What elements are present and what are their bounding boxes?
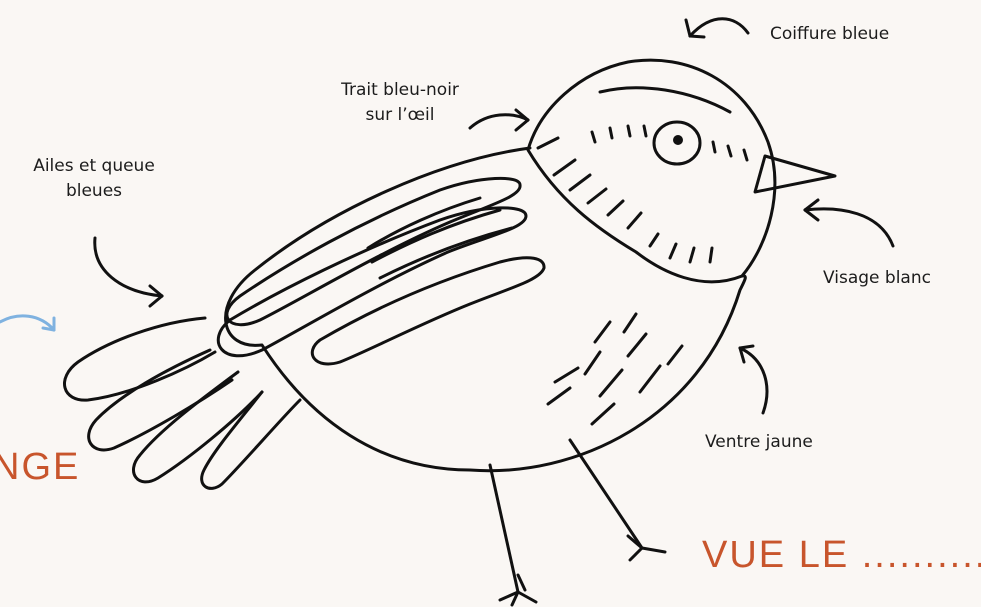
- label-eye-stripe: Trait bleu-noir sur l’œil: [320, 78, 480, 128]
- label-eye-stripe-line2: sur l’œil: [365, 105, 435, 125]
- arrow-crown: [684, 17, 750, 39]
- label-wings-line1: Ailes et queue: [33, 156, 155, 176]
- legs: [488, 438, 667, 607]
- head-ticks: [536, 124, 749, 264]
- arrow-belly: [738, 344, 769, 415]
- blue-arrow: [0, 314, 56, 332]
- partial-left-text: NGE: [0, 446, 81, 488]
- label-eye-stripe-line1: Trait bleu-noir: [341, 80, 459, 100]
- arrow-wings: [93, 236, 164, 308]
- label-crown: Coiffure bleue: [770, 24, 890, 44]
- crown-line: [598, 86, 732, 114]
- label-wings-line2: bleues: [65, 181, 123, 201]
- arrow-eye-stripe: [468, 108, 530, 132]
- partial-right-text: VUE LE ............: [702, 534, 981, 576]
- eye: [652, 120, 702, 166]
- tail-feathers: [63, 316, 302, 490]
- belly-ticks: [546, 312, 684, 426]
- bird-body: [224, 146, 747, 473]
- label-face: Visage blanc: [823, 268, 931, 288]
- pupil: [673, 135, 683, 145]
- beak: [753, 154, 837, 194]
- label-belly: Ventre jaune: [705, 432, 813, 452]
- label-wings: Ailes et queue bleues: [14, 154, 174, 204]
- wing-feathers: [216, 176, 546, 366]
- arrow-face: [803, 198, 895, 248]
- bird-head: [526, 58, 777, 284]
